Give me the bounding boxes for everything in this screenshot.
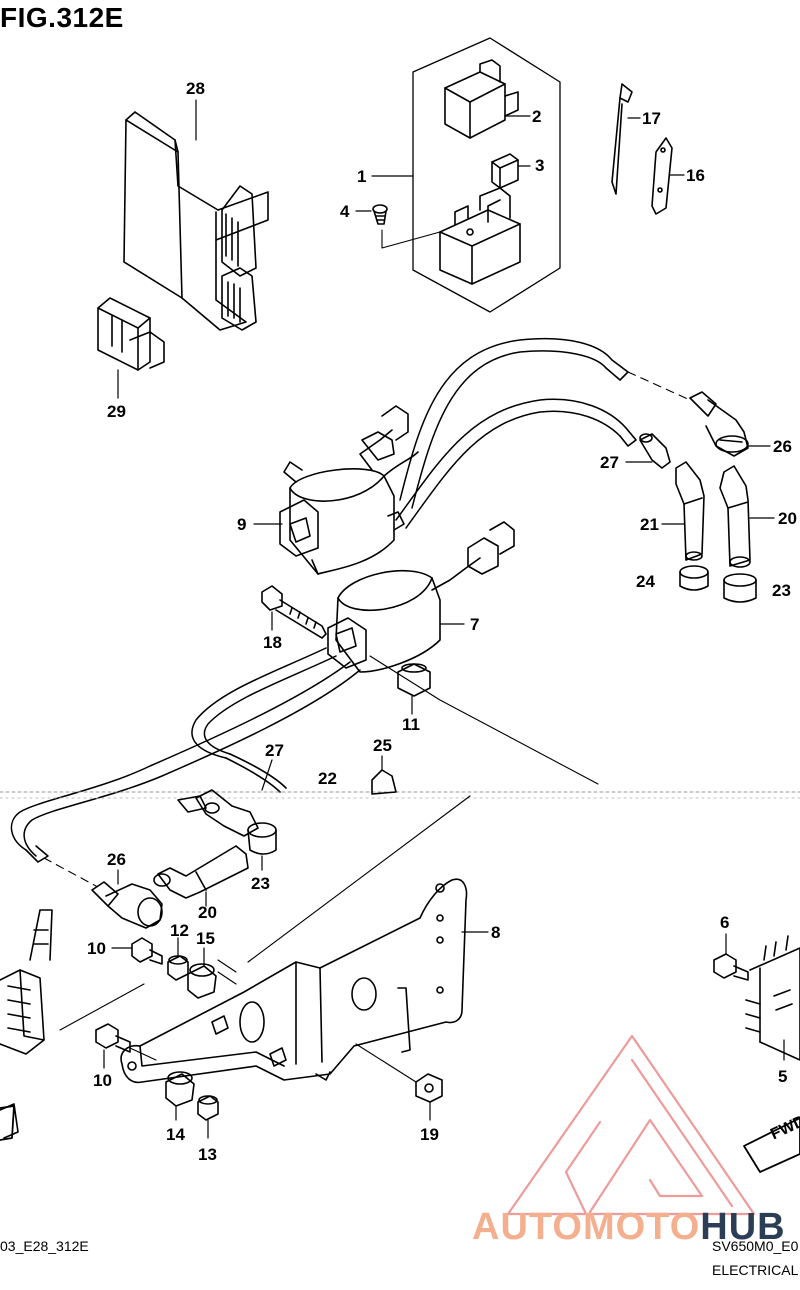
callout-12: 12	[170, 921, 189, 940]
callout-26-upper: 26	[773, 437, 792, 456]
collar-part-11	[397, 663, 431, 697]
callout-19: 19	[420, 1125, 439, 1144]
callout-28: 28	[186, 79, 205, 98]
callout-21: 21	[640, 515, 659, 534]
cap-part-24	[679, 565, 709, 591]
callout-23-lower: 23	[251, 874, 270, 893]
ignition-coil-part-9	[279, 405, 419, 575]
callout-16: 16	[686, 166, 705, 185]
bolt-part-10-lower	[95, 1023, 131, 1053]
arrow-fragment-left	[0, 1105, 15, 1141]
ecm-part-28	[123, 111, 269, 331]
starter-relay-part-1	[439, 187, 521, 285]
callout-17: 17	[642, 109, 661, 128]
nut-part-19	[415, 1073, 443, 1103]
callout-18: 18	[263, 633, 282, 652]
brand-part-3: HUB	[700, 1206, 786, 1248]
collar-part-13	[197, 1095, 219, 1121]
callout-25: 25	[373, 736, 392, 755]
grommet-part-27-upper	[639, 433, 671, 469]
plug-cap-part-26-upper	[689, 391, 749, 457]
relay-group-frame	[412, 37, 561, 313]
callout-2: 2	[532, 107, 542, 126]
plug-cap-part-26-lower	[91, 881, 163, 929]
grommet-part-14	[165, 1071, 195, 1107]
regulator-fragment-left	[0, 909, 53, 1139]
clamp-part-16	[651, 137, 673, 215]
callout-15: 15	[196, 929, 215, 948]
plug-cap-part-20-lower	[153, 845, 249, 899]
callout-7: 7	[470, 615, 480, 634]
fwd-arrow	[743, 1117, 800, 1173]
collar-part-12	[167, 955, 189, 981]
callout-13: 13	[198, 1145, 217, 1164]
callout-20-upper: 20	[778, 509, 797, 528]
cap-part-23-lower	[247, 822, 277, 855]
callout-1: 1	[357, 167, 367, 186]
callout-14: 14	[166, 1125, 185, 1144]
callout-26-lower: 26	[107, 850, 126, 869]
grommet-part-15	[187, 963, 217, 999]
brand-part-2: MOTO	[582, 1206, 701, 1248]
callout-10-upper: 10	[87, 939, 106, 958]
ignition-coil-part-7	[327, 521, 515, 673]
callout-4: 4	[340, 202, 350, 221]
fuse-part-3	[491, 153, 519, 189]
high-tension-leads-lower	[10, 647, 599, 887]
bolt-part-10-upper	[131, 937, 163, 965]
plug-cap-part-20-upper	[719, 465, 751, 568]
callout-29: 29	[107, 402, 126, 421]
connector-part-29	[97, 297, 165, 371]
callout-8: 8	[491, 923, 501, 942]
brand-watermark: AUTOMOTOHUB	[472, 1206, 786, 1249]
footer-left-code: 03_E28_312E	[0, 1238, 89, 1254]
high-tension-leads-upper	[395, 337, 691, 529]
screw-part-4	[372, 204, 388, 225]
footer-right-code: SV650M0_E0	[712, 1238, 799, 1254]
bracket-part-8	[120, 878, 468, 1084]
callout-27-lower: 27	[265, 741, 284, 760]
callout-23-upper: 23	[772, 581, 791, 600]
watermark-logo	[506, 1034, 756, 1216]
figure-title: FIG.312E	[0, 2, 124, 33]
callout-22: 22	[318, 769, 337, 788]
callout-5: 5	[778, 1067, 788, 1086]
callout-24: 24	[636, 572, 655, 591]
cable-tie-part-17	[611, 83, 633, 195]
callout-20-lower: 20	[198, 903, 217, 922]
cap-part-23-upper	[723, 573, 757, 603]
callout-6: 6	[720, 913, 730, 932]
footer-section-label: ELECTRICAL	[712, 1262, 799, 1278]
callout-10-lower: 10	[93, 1071, 112, 1090]
bolt-part-6	[713, 953, 749, 981]
plug-cap-part-21	[675, 461, 705, 561]
callout-27-upper: 27	[600, 453, 619, 472]
part-22-mount	[177, 795, 207, 813]
brand-part-1: AUTO	[472, 1206, 583, 1248]
callout-3: 3	[535, 156, 545, 175]
callout-11: 11	[402, 715, 420, 734]
callout-9: 9	[237, 515, 247, 534]
relay-cover-part-2	[444, 59, 519, 139]
regulator-part-5	[745, 935, 800, 1061]
bolt-part-18	[261, 585, 327, 639]
cap-part-25	[371, 769, 397, 795]
break-line	[0, 791, 800, 799]
